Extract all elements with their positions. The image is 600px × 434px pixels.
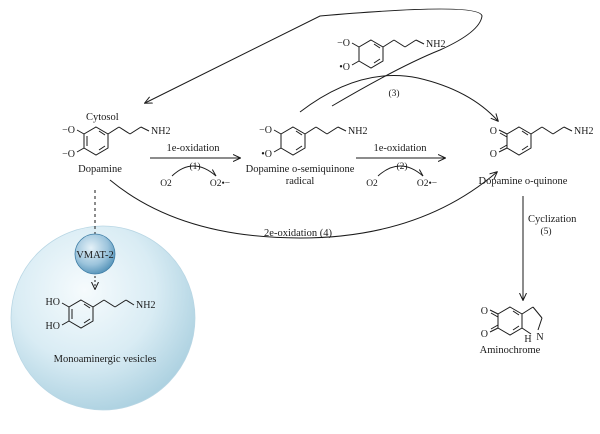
step3-semiquinone-structure bbox=[351, 39, 425, 69]
cytosol-label: Cytosol bbox=[86, 112, 119, 123]
semiquinone-o-minus: −O bbox=[259, 125, 272, 136]
dopamine-o-minus-bottom: −O bbox=[62, 149, 75, 160]
step3-number: (3) bbox=[388, 88, 399, 99]
dopamine-nh2: NH2 bbox=[151, 126, 170, 137]
quinone-nh2: NH2 bbox=[574, 126, 593, 137]
step1-o2: O2 bbox=[160, 179, 172, 189]
semiquinone-structure bbox=[273, 126, 347, 156]
step1-o2-curve bbox=[171, 165, 216, 177]
semiquinone-o-radical: •O bbox=[261, 149, 272, 160]
step1-superoxide: O2•− bbox=[210, 179, 230, 189]
quinone-o-top: O bbox=[490, 126, 497, 137]
aminochrome-n: N bbox=[536, 332, 543, 343]
step3-arc-arrow bbox=[299, 75, 498, 121]
quinone-structure bbox=[498, 126, 573, 156]
vmat-2-transporter bbox=[74, 233, 116, 275]
vmat-label: VMAT-2 bbox=[76, 250, 114, 261]
step5-label: Cyclization bbox=[528, 214, 577, 225]
dopamine-vesicle-structure bbox=[61, 299, 135, 329]
vesicle-circle bbox=[10, 225, 196, 411]
step2-label: 1e-oxidation bbox=[373, 143, 427, 154]
dopamine-structure bbox=[76, 126, 150, 156]
step1-label: 1e-oxidation bbox=[166, 143, 220, 154]
step3-o-radical: •O bbox=[339, 62, 350, 73]
dopamine-label: Dopamine bbox=[78, 164, 122, 175]
vesicle-nh2: NH2 bbox=[136, 300, 155, 311]
step3-loop-arrow bbox=[145, 8, 483, 107]
quinone-o-bottom: O bbox=[490, 149, 497, 160]
step2-superoxide: O2•− bbox=[417, 179, 437, 189]
aminochrome-structure bbox=[489, 306, 543, 336]
dopamine-o-minus-top: −O bbox=[62, 125, 75, 136]
step2-o2-curve bbox=[377, 165, 423, 177]
quinone-label: Dopamine o-quinone bbox=[479, 176, 568, 187]
step3-o-minus: −O bbox=[337, 38, 350, 49]
aminochrome-label: Aminochrome bbox=[480, 345, 541, 356]
step3-nh2: NH2 bbox=[426, 39, 445, 50]
aminochrome-h: H bbox=[524, 334, 531, 345]
step2-o2: O2 bbox=[366, 179, 378, 189]
vesicle-ho-top: HO bbox=[46, 297, 60, 308]
semiquinone-nh2: NH2 bbox=[348, 126, 367, 137]
aminochrome-o-bottom: O bbox=[481, 329, 488, 340]
step5-number: (5) bbox=[540, 226, 551, 237]
vesicles-label: Monoaminergic vesicles bbox=[54, 354, 157, 365]
semiquinone-label-line2: radical bbox=[286, 176, 315, 187]
step4-label: 2e-oxidation (4) bbox=[264, 228, 332, 239]
step4-arrow bbox=[109, 172, 497, 239]
semiquinone-label-line1: Dopamine o-semiquinone bbox=[246, 164, 355, 175]
vesicle-ho-bottom: HO bbox=[46, 321, 60, 332]
aminochrome-o-top: O bbox=[481, 306, 488, 317]
